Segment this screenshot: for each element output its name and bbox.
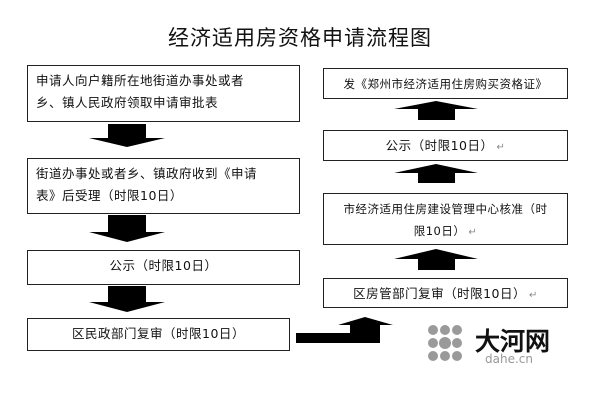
step-1-line1: 申请人向户籍所在地街道办事处或者 [36, 73, 245, 88]
step-6-line1: 市经济适用住房建设管理中心核准（时 [343, 202, 548, 216]
dahe-logo: 大河网 dahe.cn [425, 322, 565, 367]
step-6-line2: 限10日） [413, 224, 466, 238]
return-mark: ↵ [468, 227, 478, 238]
diagram-title: 经济适用房资格申请流程图 [168, 26, 432, 50]
step-1-line2: 乡、镇人民政府领取申请审批表 [36, 95, 219, 110]
return-mark: ↵ [496, 142, 506, 153]
step-7-label: 公示（时限10日） [385, 138, 494, 153]
step-5-box: 区房管部门复审（时限10日）↵ [323, 278, 568, 308]
down-arrow-1 [89, 124, 165, 147]
up-arrow-2 [394, 164, 478, 183]
step-2-box: 街道办事处或者乡、镇政府收到《申请 表》后受理（时限10日） [27, 158, 300, 214]
step-1-box: 申请人向户籍所在地街道办事处或者 乡、镇人民政府领取申请审批表 [27, 65, 300, 122]
step-4-box: 区民政部门复审（时限10日） [27, 318, 290, 351]
return-mark: ↵ [529, 290, 538, 301]
logo-dots-icon [428, 325, 462, 361]
step-3-box: 公示（时限10日） [27, 250, 300, 285]
step-2-line2: 表》后受理（时限10日） [36, 188, 183, 203]
logo-name: 大河网 [475, 327, 551, 356]
up-arrow-1 [394, 101, 478, 120]
step-8-label: 发《郑州市经济适用住房购买资格证》 [343, 77, 548, 91]
step-7-box: 公示（时限10日）↵ [323, 130, 568, 161]
down-arrow-2 [89, 215, 165, 242]
down-arrow-3 [89, 286, 165, 312]
logo-domain: dahe.cn [485, 352, 533, 366]
step-5-label: 区房管部门复审（时限10日） [353, 286, 527, 301]
step-4-label: 区民政部门复审（时限10日） [72, 326, 245, 341]
step-3-label: 公示（时限10日） [109, 258, 218, 273]
step-2-line1: 街道办事处或者乡、镇政府收到《申请 [36, 166, 258, 181]
bent-arrow [296, 317, 393, 343]
up-arrow-3 [394, 249, 478, 270]
step-6-box: 市经济适用住房建设管理中心核准（时 限10日）↵ [323, 193, 568, 245]
step-8-box: 发《郑州市经济适用住房购买资格证》 [323, 68, 568, 99]
